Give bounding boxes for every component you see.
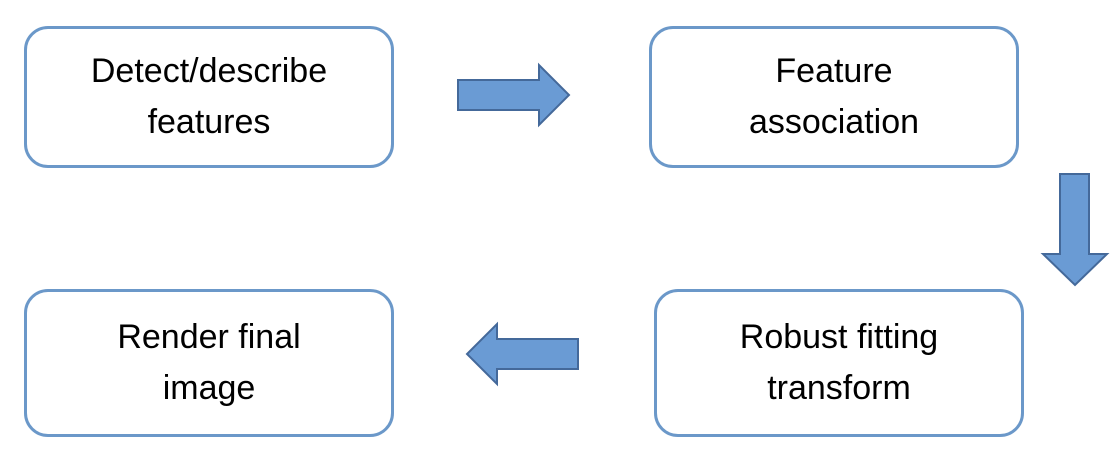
step-label: Render final image [117,312,300,414]
step-label-line-2: image [162,369,256,407]
arrow-down-icon [1040,173,1110,287]
step-render-final-image: Render final image [24,289,394,437]
step-robust-fitting-transform: Robust fitting transform [654,289,1024,437]
step-feature-association: Feature association [649,26,1019,168]
step-label-line-1: Feature [775,52,893,90]
step-label: Detect/describe features [91,46,327,148]
step-label: Feature association [749,46,919,148]
step-label-line-1: Robust fitting [739,318,939,356]
arrow-right-icon [457,62,571,128]
step-label-line-2: transform [767,369,911,407]
step-label-line-1: Render final [117,318,301,356]
step-label-line-2: features [147,103,271,141]
step-label-line-1: Detect/describe [90,52,328,90]
arrow-right-shape [457,62,571,128]
arrow-down-shape [1040,173,1110,287]
step-label-line-2: association [748,103,920,141]
arrow-left-icon [465,321,579,387]
arrow-left-shape [465,321,579,387]
step-detect-describe-features: Detect/describe features [24,26,394,168]
step-label: Robust fitting transform [740,312,938,414]
